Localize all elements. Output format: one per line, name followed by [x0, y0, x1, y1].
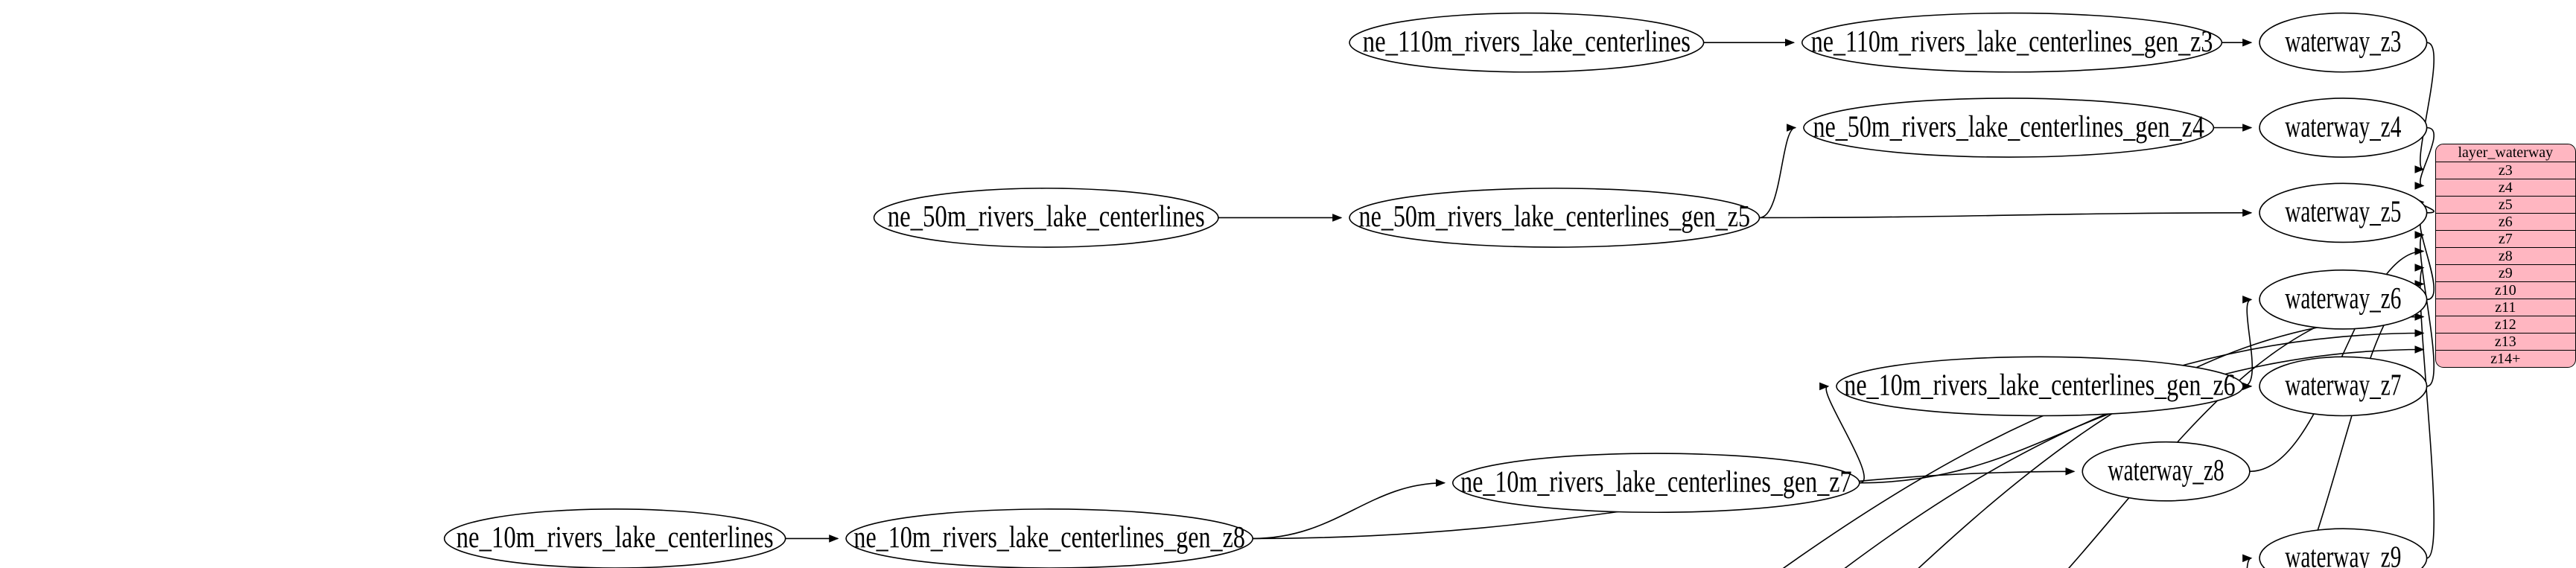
node-label: ne_110m_rivers_lake_centerlines_gen_z3 — [1811, 25, 2213, 59]
node-shape — [874, 188, 1218, 247]
edge-waterway_z4-to-layer_waterway-z4 — [2414, 128, 2434, 190]
node-ne_10m_rivers_lake_centerlines[interactable]: ne_10m_rivers_lake_centerlines — [445, 509, 786, 568]
node-shape — [1802, 13, 2222, 72]
node-ne_110m_rivers_lake_centerlines_gen_z3[interactable]: ne_110m_rivers_lake_centerlines_gen_z3 — [1802, 13, 2222, 72]
node-shape — [846, 509, 1253, 568]
layer-table-row-z14+[interactable]: z14+ — [2490, 351, 2521, 368]
node-ne_10m_rivers_lake_centerlines_gen_z8[interactable]: ne_10m_rivers_lake_centerlines_gen_z8 — [846, 509, 1253, 568]
node-shape — [1349, 188, 1759, 247]
layer-table-row-z6[interactable]: z6 — [2435, 214, 2575, 232]
node-layer: imposm3osm_waterway_linestringosm_import… — [1, 13, 2426, 568]
node-shape — [1349, 13, 1704, 72]
edge-ne_10m_rivers_lake_centerlines_gen_z7-to-ne_10m_rivers_lake_centerlines_gen_z6 — [1819, 382, 1864, 483]
node-ne_50m_rivers_lake_centerlines[interactable]: ne_50m_rivers_lake_centerlines — [874, 188, 1218, 247]
node-label: ne_50m_rivers_lake_centerlines_gen_z4 — [1813, 109, 2204, 144]
node-label: ne_10m_rivers_lake_centerlines_gen_z6 — [1844, 368, 2235, 403]
node-waterway_z5[interactable]: waterway_z5 — [2259, 183, 2427, 242]
node-shape — [1804, 98, 2213, 157]
node-ne_10m_rivers_lake_centerlines_gen_z6[interactable]: ne_10m_rivers_lake_centerlines_gen_z6 — [1836, 357, 2243, 415]
node-ne_50m_rivers_lake_centerlines_gen_z5[interactable]: ne_50m_rivers_lake_centerlines_gen_z5 — [1349, 188, 1759, 247]
layer-table-row-z11[interactable]: z11 — [2435, 299, 2575, 317]
node-label: waterway_z7 — [2285, 368, 2401, 403]
node-label: ne_10m_rivers_lake_centerlines — [457, 520, 774, 555]
node-shape — [2259, 529, 2427, 568]
edge-waterway_z11-to-layer_waterway-z11 — [1799, 296, 2425, 568]
layer-table-title: layer_waterway — [2435, 144, 2575, 163]
edge-waterway_z3-to-layer_waterway-z3 — [2414, 42, 2434, 173]
node-waterway_z4[interactable]: waterway_z4 — [2259, 98, 2427, 157]
node-shape — [2259, 98, 2427, 157]
node-label: waterway_z3 — [2285, 25, 2401, 59]
layer-table-row-z9[interactable]: z9 — [2435, 265, 2575, 283]
node-waterway_z6[interactable]: waterway_z6 — [2259, 270, 2427, 329]
node-label: waterway_z6 — [2285, 281, 2401, 316]
node-shape — [1836, 357, 2243, 415]
node-label: waterway_z5 — [2285, 195, 2401, 229]
node-shape — [445, 509, 786, 568]
layer-table-row-z12[interactable]: z12 — [2435, 316, 2575, 334]
node-ne_50m_rivers_lake_centerlines_gen_z4[interactable]: ne_50m_rivers_lake_centerlines_gen_z4 — [1804, 98, 2213, 157]
layer-table-row-z10[interactable]: z10 — [2435, 282, 2575, 300]
edge-ne_10m_rivers_lake_centerlines_gen_z6-to-waterway_z6 — [2242, 296, 2252, 386]
edge-osm_important_waterway_linestring_gen_z9-to-waterway_z9 — [2242, 554, 2253, 568]
node-label: waterway_z8 — [2108, 453, 2224, 488]
node-ne_10m_rivers_lake_centerlines_gen_z7[interactable]: ne_10m_rivers_lake_centerlines_gen_z7 — [1453, 453, 1860, 512]
node-shape — [1453, 453, 1860, 512]
layer-table-row-z4[interactable]: z4 — [2435, 179, 2575, 197]
node-waterway_z8[interactable]: waterway_z8 — [2082, 442, 2250, 501]
node-label: ne_50m_rivers_lake_centerlines_gen_z5 — [1359, 200, 1750, 234]
node-label: waterway_z4 — [2285, 109, 2401, 144]
node-label: ne_10m_rivers_lake_centerlines_gen_z7 — [1460, 465, 1851, 499]
edge-waterway_z6-to-layer_waterway-z6 — [2414, 214, 2434, 299]
edge-ne_50m_rivers_lake_centerlines_gen_z5-to-waterway_z5 — [1760, 208, 2253, 218]
node-shape — [2259, 13, 2427, 72]
edge-ne_10m_rivers_lake_centerlines_gen_z8-to-ne_10m_rivers_lake_centerlines_gen_z7 — [1253, 479, 1446, 539]
node-label: ne_10m_rivers_lake_centerlines_gen_z8 — [853, 520, 1244, 555]
node-label: waterway_z9 — [2285, 540, 2401, 568]
node-shape — [2082, 442, 2250, 501]
edge-waterway_z7-to-layer_waterway-z7 — [2414, 231, 2434, 386]
edge-ne_50m_rivers_lake_centerlines_gen_z5-to-ne_50m_rivers_lake_centerlines_gen_z4 — [1760, 124, 1797, 218]
node-shape — [2259, 357, 2427, 415]
node-label: ne_110m_rivers_lake_centerlines — [1363, 25, 1691, 59]
edge-waterway_z9-to-layer_waterway-z9 — [2414, 264, 2434, 558]
edge-waterway_z12-to-layer_waterway-z12 — [1258, 313, 2425, 568]
node-waterway_z7[interactable]: waterway_z7 — [2259, 357, 2427, 415]
node-label: ne_50m_rivers_lake_centerlines — [888, 200, 1205, 234]
layer-table-row-z13[interactable]: z13 — [2435, 334, 2575, 351]
layer-table-row-z8[interactable]: z8 — [2435, 248, 2575, 266]
layer-table-row-z7[interactable]: z7 — [2435, 231, 2575, 249]
node-shape — [2259, 183, 2427, 242]
node-ne_110m_rivers_lake_centerlines[interactable]: ne_110m_rivers_lake_centerlines — [1349, 13, 1704, 72]
node-shape — [2259, 270, 2427, 329]
layer-table-row-z3[interactable]: z3 — [2435, 162, 2575, 180]
layer-table-row-z5[interactable]: z5 — [2435, 197, 2575, 214]
node-waterway_z9[interactable]: waterway_z9 — [2259, 529, 2427, 568]
node-waterway_z3[interactable]: waterway_z3 — [2259, 13, 2427, 72]
